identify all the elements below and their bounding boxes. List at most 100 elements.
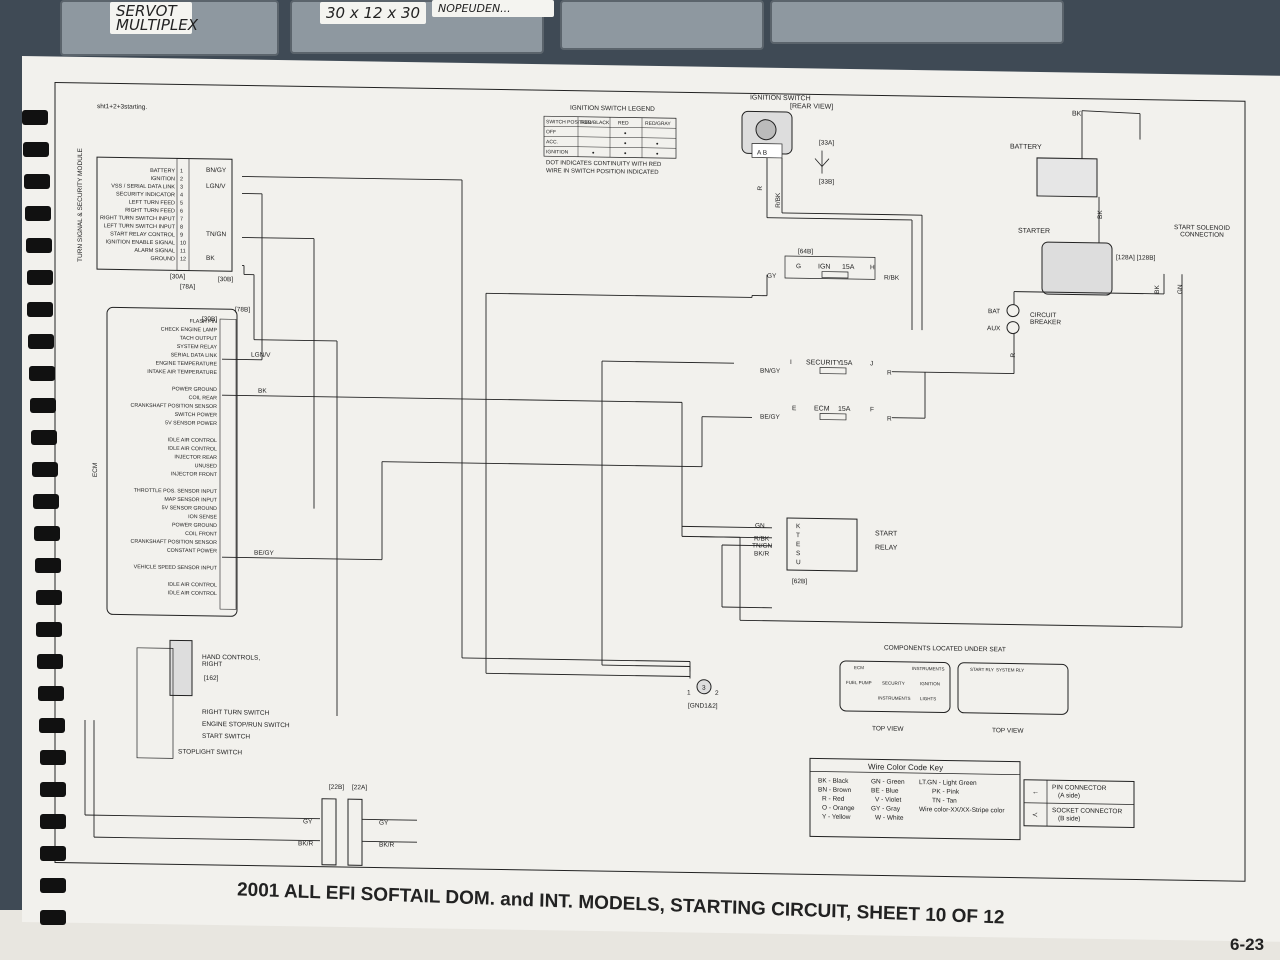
ecm-pin-label: POWER GROUND bbox=[172, 522, 217, 529]
binding-ring bbox=[34, 558, 61, 573]
tsm-pin-number: 11 bbox=[180, 248, 186, 254]
page-number: 6-23 bbox=[1230, 935, 1265, 954]
tsm-pin-number: 5 bbox=[180, 200, 183, 206]
svg-text:≺: ≺ bbox=[1032, 812, 1038, 819]
bin-label: NOPEUDEN... bbox=[432, 0, 554, 17]
svg-text:BK: BK bbox=[1072, 110, 1082, 117]
svg-text:COMPONENTS LOCATED UNDER SEAT: COMPONENTS LOCATED UNDER SEAT bbox=[884, 645, 1006, 654]
tsm-pin-number: 4 bbox=[180, 192, 183, 198]
tsm-pin-label: GROUND bbox=[151, 256, 175, 262]
ecm-pin-label: INJECTOR REAR bbox=[174, 454, 217, 461]
ecm-pin-label: 5V SENSOR GROUND bbox=[162, 505, 218, 512]
binding-ring bbox=[24, 206, 51, 221]
svg-text:GY: GY bbox=[379, 820, 389, 827]
svg-text:IGNITION: IGNITION bbox=[920, 681, 940, 686]
ecm-pin-label: FLASH PIN bbox=[190, 319, 218, 325]
svg-text:G: G bbox=[796, 263, 801, 270]
binding-ring bbox=[37, 654, 64, 669]
svg-text:BK - Black: BK - Black bbox=[818, 778, 849, 785]
svg-text:R - Red: R - Red bbox=[822, 796, 845, 803]
tsm-pin-number: 8 bbox=[180, 224, 183, 230]
svg-text:BK: BK bbox=[1154, 284, 1161, 293]
svg-text:[33A]: [33A] bbox=[819, 140, 834, 147]
tsm-pin-number: 3 bbox=[180, 184, 183, 190]
svg-text:STOPLIGHT SWITCH: STOPLIGHT SWITCH bbox=[178, 748, 242, 756]
ecm-pin-label: CRANKSHAFT POSITION SENSOR bbox=[131, 539, 218, 546]
svg-text:INSTRUMENTS: INSTRUMENTS bbox=[912, 666, 944, 672]
ecm-pin-label: POWER GROUND bbox=[172, 386, 217, 393]
svg-text:R: R bbox=[887, 370, 892, 377]
binding-ring bbox=[29, 366, 56, 381]
svg-text:SECURITY: SECURITY bbox=[806, 359, 842, 367]
tsm-pin-label: ALARM SIGNAL bbox=[134, 248, 175, 255]
svg-text:•: • bbox=[656, 141, 659, 148]
page-title: 2001 ALL EFI SOFTAIL DOM. and INT. MODEL… bbox=[237, 879, 1005, 928]
tsm-pin-number: 9 bbox=[180, 232, 183, 238]
ecm-pin-label: IDLE AIR CONTROL bbox=[168, 590, 217, 597]
ecm-pin-label: CRANKSHAFT POSITION SENSOR bbox=[131, 403, 218, 410]
svg-text:LGN/V: LGN/V bbox=[251, 352, 271, 359]
svg-text:Y - Yellow: Y - Yellow bbox=[822, 814, 851, 821]
svg-text:LIGHTS: LIGHTS bbox=[920, 696, 936, 701]
ecm-pin-label: INJECTOR FRONT bbox=[171, 471, 218, 478]
svg-text:T: T bbox=[796, 532, 800, 539]
svg-text:IGNITION: IGNITION bbox=[546, 149, 569, 155]
svg-text:GN - Green: GN - Green bbox=[871, 778, 905, 786]
svg-text:TN/GN: TN/GN bbox=[752, 542, 773, 549]
ecm-pin-label: IDLE AIR CONTROL bbox=[168, 437, 217, 444]
ignition-legend: IGNITION SWITCH LEGEND SWITCH POSITION R… bbox=[543, 105, 677, 176]
ground-connector: 3 1 2 [GND1&2] bbox=[687, 679, 719, 710]
svg-text:BN/GY: BN/GY bbox=[760, 368, 781, 375]
ecm-pin-label: SWITCH POWER bbox=[175, 412, 218, 419]
wire-label: BN/GY bbox=[206, 167, 227, 174]
binding-ring bbox=[31, 462, 58, 477]
svg-text:•: • bbox=[624, 140, 627, 147]
binding-ring bbox=[40, 910, 66, 925]
svg-text:A B: A B bbox=[757, 150, 767, 157]
svg-text:•: • bbox=[624, 130, 627, 137]
svg-text:[78B]: [78B] bbox=[235, 306, 250, 313]
svg-text:[GND1&2]: [GND1&2] bbox=[688, 702, 718, 709]
svg-text:LT.GN - Light Green: LT.GN - Light Green bbox=[919, 779, 977, 787]
svg-text:•: • bbox=[592, 150, 595, 157]
ecm-pin-label: UNUSED bbox=[195, 463, 218, 469]
manual-page: sht1+2+3starting. IGNITION SWITCH LEGEND… bbox=[22, 56, 1280, 942]
binding-ring bbox=[33, 526, 60, 541]
tsm-pin-number: 12 bbox=[180, 256, 186, 262]
svg-text:V - Violet: V - Violet bbox=[875, 796, 901, 803]
svg-text:1: 1 bbox=[687, 689, 691, 696]
binding-ring bbox=[22, 142, 49, 157]
svg-text:2: 2 bbox=[715, 690, 719, 697]
svg-text:SWITCH POSITION: SWITCH POSITION bbox=[546, 119, 591, 126]
svg-text:BE/GY: BE/GY bbox=[254, 550, 275, 557]
bin-label: 30 x 12 x 30 bbox=[320, 2, 427, 24]
ecm-pin-label: ENGINE TEMPERATURE bbox=[156, 361, 218, 368]
svg-text:TN - Tan: TN - Tan bbox=[932, 797, 957, 804]
svg-text:[62B]: [62B] bbox=[792, 578, 807, 585]
svg-text:[30B]: [30B] bbox=[218, 276, 233, 283]
svg-text:[22A]: [22A] bbox=[352, 784, 367, 791]
svg-text:FUEL PUMP: FUEL PUMP bbox=[846, 680, 872, 685]
svg-text:RED/BLACK: RED/BLACK bbox=[581, 120, 610, 126]
svg-text:TOP VIEW: TOP VIEW bbox=[872, 725, 904, 733]
svg-text:RED/GRAY: RED/GRAY bbox=[645, 121, 671, 127]
svg-text:GY - Gray: GY - Gray bbox=[871, 805, 901, 812]
binding-ring bbox=[35, 590, 62, 605]
ecm-pin-label: INTAKE AIR TEMPERATURE bbox=[147, 369, 217, 376]
ecm-pin-label: THROTTLE POS. SENSOR INPUT bbox=[134, 488, 218, 495]
binding-ring bbox=[36, 622, 63, 637]
svg-text:(A side): (A side) bbox=[1058, 792, 1080, 799]
connector-22: [22B] [22A] GY GY BK/R BK/R bbox=[298, 784, 394, 866]
binding-ring bbox=[26, 270, 53, 285]
components-under-seat: COMPONENTS LOCATED UNDER SEAT TOP VIEW T… bbox=[839, 645, 1069, 735]
svg-text:GN: GN bbox=[755, 523, 765, 530]
svg-text:BN - Brown: BN - Brown bbox=[818, 787, 852, 795]
svg-text:[162]: [162] bbox=[204, 675, 219, 682]
svg-text:BATTERY: BATTERY bbox=[1010, 144, 1042, 152]
tsm-pin-label: VSS / SERIAL DATA LINK bbox=[111, 183, 175, 190]
svg-text:K: K bbox=[796, 523, 801, 530]
svg-text:[33B]: [33B] bbox=[819, 179, 834, 186]
svg-text:BK: BK bbox=[258, 388, 267, 395]
svg-text:GY: GY bbox=[767, 273, 777, 280]
